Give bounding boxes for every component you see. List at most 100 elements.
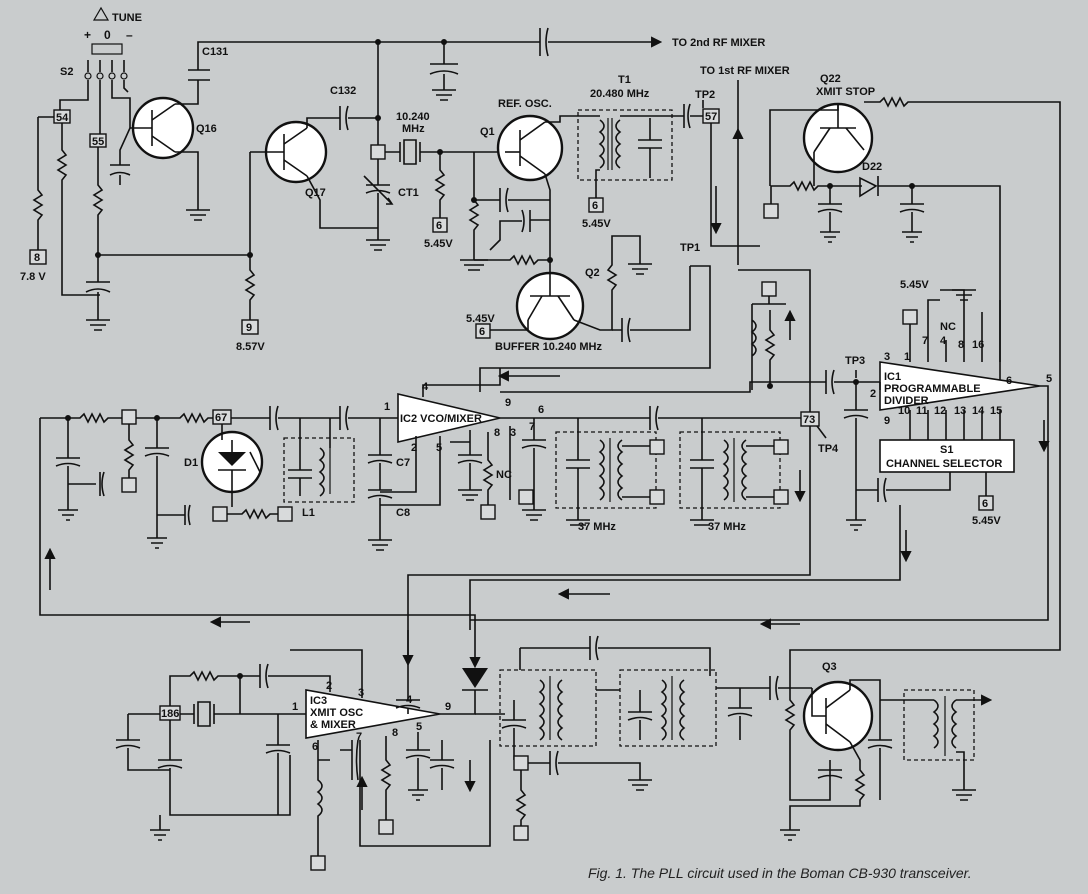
tune-plus: + xyxy=(84,28,91,42)
tp1-label: TP1 xyxy=(680,242,700,254)
if-freq-1: 37 MHz xyxy=(578,521,616,533)
voltage-8-57: 8.57V xyxy=(236,341,265,353)
voltage-5-45a: 5.45V xyxy=(424,238,453,250)
transistor-q3: Q3 xyxy=(802,661,874,752)
s1-line2: CHANNEL SELECTOR xyxy=(886,458,1002,470)
ic2-label: IC2 VCO/MIXER xyxy=(400,413,482,425)
crystal-freq-1: 10.240 xyxy=(396,111,430,123)
ic3-line1: IC3 xyxy=(310,695,327,707)
pin-54: 54 xyxy=(56,112,69,124)
tp4-label: TP4 xyxy=(818,443,839,455)
ic2-pin-7: 7 xyxy=(529,421,535,433)
to-rf2-label: TO 2nd RF MIXER xyxy=(672,37,765,49)
tp3-label: TP3 xyxy=(845,355,865,367)
ic3-pin-5: 5 xyxy=(416,721,422,733)
pin-55: 55 xyxy=(92,136,104,148)
s1-line1: S1 xyxy=(940,444,953,456)
ic3-pin-6: 6 xyxy=(312,741,318,753)
ic2-pin-3: 3 xyxy=(510,427,516,439)
crystal-freq-2: MHz xyxy=(402,123,425,135)
triangle-icon xyxy=(92,6,110,21)
pin-73: 73 xyxy=(803,414,815,426)
tune-zero: 0 xyxy=(104,28,111,42)
q2-label: Q2 xyxy=(585,267,600,279)
ic1-pin-7: 7 xyxy=(922,335,928,347)
ic1-pin-6: 6 xyxy=(1006,375,1012,387)
ic3-pin-2: 2 xyxy=(326,680,332,692)
pin-6c: 6 xyxy=(479,326,485,338)
if-transformer-2: 37 MHz xyxy=(679,418,781,533)
ic2-pin-8: 8 xyxy=(494,427,500,439)
transistor-q2: Q2 BUFFER 10.240 MHz xyxy=(495,262,602,353)
if-transformer-1: 37 MHz xyxy=(555,418,657,533)
voltage-5-45c: 5.45V xyxy=(466,313,495,325)
ic3-pin-8: 8 xyxy=(392,727,398,739)
ic1-pin-2: 2 xyxy=(870,388,876,400)
if-freq-2: 37 MHz xyxy=(708,521,746,533)
q3-label: Q3 xyxy=(822,661,837,673)
tune-minus: – xyxy=(126,28,133,42)
pin-8: 8 xyxy=(34,252,40,264)
ic1-pin-8: 8 xyxy=(958,339,964,351)
ic1-line2: PROGRAMMABLE xyxy=(884,383,981,395)
pin-6b: 6 xyxy=(592,200,598,212)
ic1-pin-9: 9 xyxy=(884,415,890,427)
ic1-programmable-divider: IC1 PROGRAMMABLE DIVIDER 3 1 7 4 8 16 6 … xyxy=(870,321,1052,427)
ic2-pin-1: 1 xyxy=(384,401,390,413)
ic1-pin-4: 4 xyxy=(940,335,947,347)
ic2-pin-2: 2 xyxy=(411,442,417,454)
ic1-line1: IC1 xyxy=(884,371,901,383)
ic3-pin-1: 1 xyxy=(292,701,298,713)
pin-67: 67 xyxy=(215,412,227,424)
ic3-pin-3: 3 xyxy=(358,687,364,699)
pin-57: 57 xyxy=(705,111,717,123)
q1-role: REF. OSC. xyxy=(498,98,552,110)
to-rf1-label: TO 1st RF MIXER xyxy=(700,65,790,77)
c8-label: C8 xyxy=(396,507,410,519)
ic2-nc: NC xyxy=(496,469,512,481)
pin-9: 9 xyxy=(246,322,252,334)
q16-label: Q16 xyxy=(196,123,217,135)
ic1-pin-3: 3 xyxy=(884,351,890,363)
ic1-pin-12: 12 xyxy=(934,405,946,417)
ic1-pin-10: 10 xyxy=(898,405,910,417)
tune-switch-s2: TUNE + 0 – S2 xyxy=(60,6,142,80)
ic1-pin-16: 16 xyxy=(972,339,984,351)
output-filter-2 xyxy=(619,669,717,747)
ic1-nc: NC xyxy=(940,321,956,333)
ic1-pin-1: 1 xyxy=(904,351,910,363)
transistor-q17: Q17 xyxy=(264,120,328,199)
ic1-pin-5: 5 xyxy=(1046,373,1052,385)
ic3-line3: & MIXER xyxy=(310,719,356,731)
transistor-q16: Q16 xyxy=(130,96,217,160)
c7-label: C7 xyxy=(396,457,410,469)
c132-label: C132 xyxy=(330,85,356,97)
transistor-q1: Q1 REF. OSC. xyxy=(480,98,564,182)
ic1-line3: DIVIDER xyxy=(884,395,929,407)
ic1-pin-14: 14 xyxy=(972,405,985,417)
tune-label: TUNE xyxy=(112,12,142,24)
ic3-xmit-osc-mixer: IC3 XMIT OSC & MIXER 2 3 1 6 7 8 5 4 9 xyxy=(292,680,451,753)
l1-label: L1 xyxy=(302,507,315,519)
ic2-vco-mixer: IC2 VCO/MIXER 4 1 2 5 9 6 3 7 8 NC xyxy=(384,381,544,481)
switch-s2-label: S2 xyxy=(60,66,73,78)
q22-role: XMIT STOP xyxy=(816,86,875,98)
d22-label: D22 xyxy=(862,161,882,173)
voltage-5-45e: 5.45V xyxy=(972,515,1001,527)
output-coil xyxy=(903,689,975,761)
ct1-label: CT1 xyxy=(398,187,419,199)
ic2-pin-5: 5 xyxy=(436,442,442,454)
coil-l1: L1 xyxy=(283,437,355,519)
varactor-d1: D1 xyxy=(184,430,264,494)
ic3-pin-9: 9 xyxy=(445,701,451,713)
ic3-pin-7: 7 xyxy=(356,731,362,743)
voltage-5-45d: 5.45V xyxy=(900,279,929,291)
t1-name: T1 xyxy=(618,74,631,86)
ic3-line2: XMIT OSC xyxy=(310,707,363,719)
q1-label: Q1 xyxy=(480,126,495,138)
voltage-5-45b: 5.45V xyxy=(582,218,611,230)
ic1-pin-15: 15 xyxy=(990,405,1002,417)
tp2-label: TP2 xyxy=(695,89,715,101)
q2-role: BUFFER 10.240 MHz xyxy=(495,341,602,353)
